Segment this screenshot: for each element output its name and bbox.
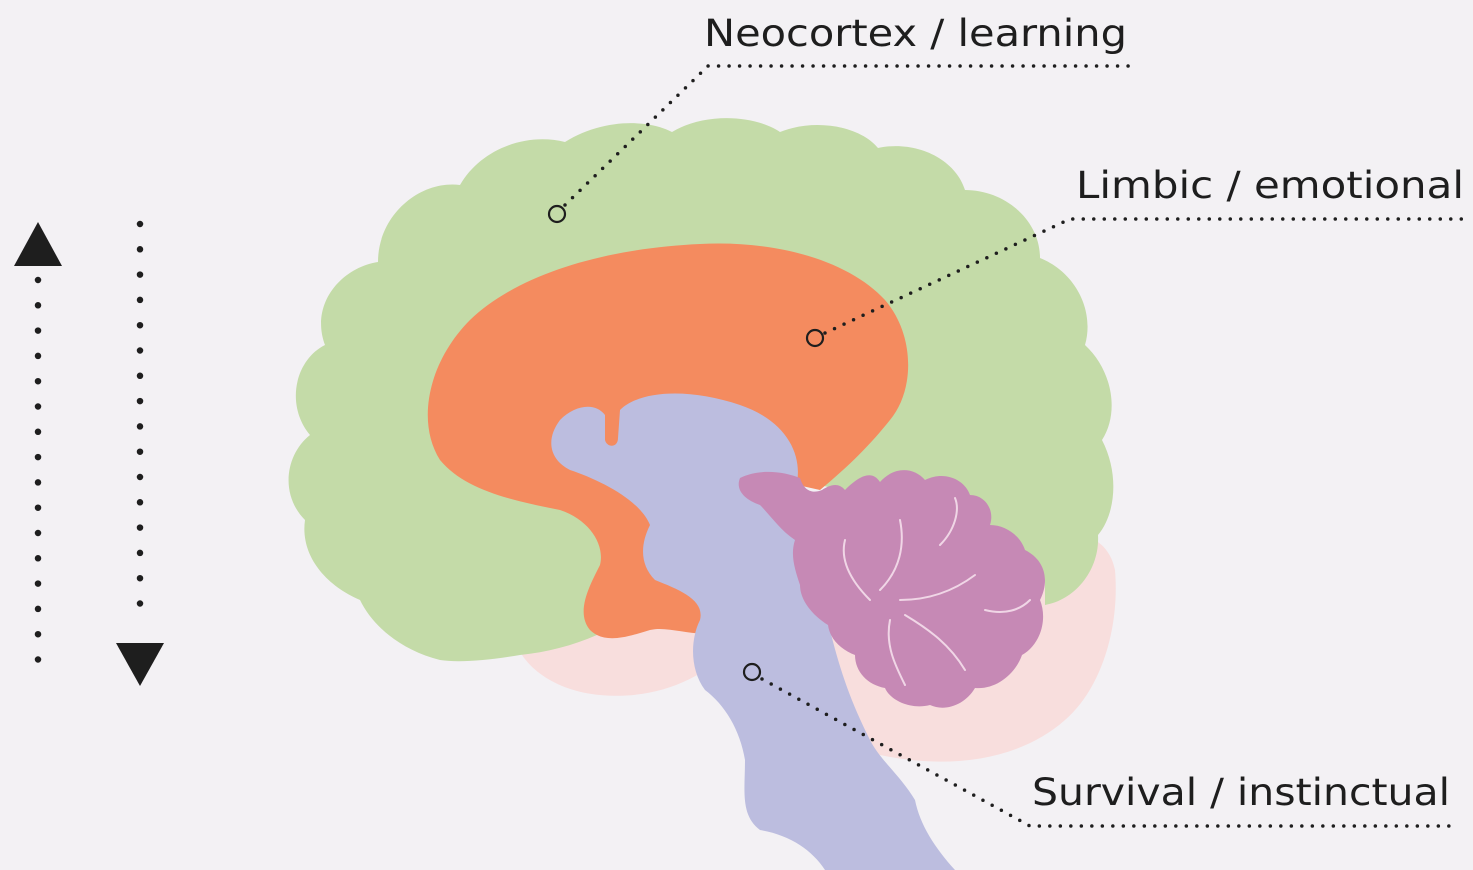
dotted-up-arrow-icon bbox=[14, 222, 62, 684]
neocortex-label: Neocortex / learning bbox=[704, 12, 1127, 55]
survival-label: Survival / instinctual bbox=[1032, 771, 1450, 814]
dotted-down-arrow-icon bbox=[116, 224, 164, 686]
limbic-label: Limbic / emotional bbox=[1076, 164, 1464, 207]
